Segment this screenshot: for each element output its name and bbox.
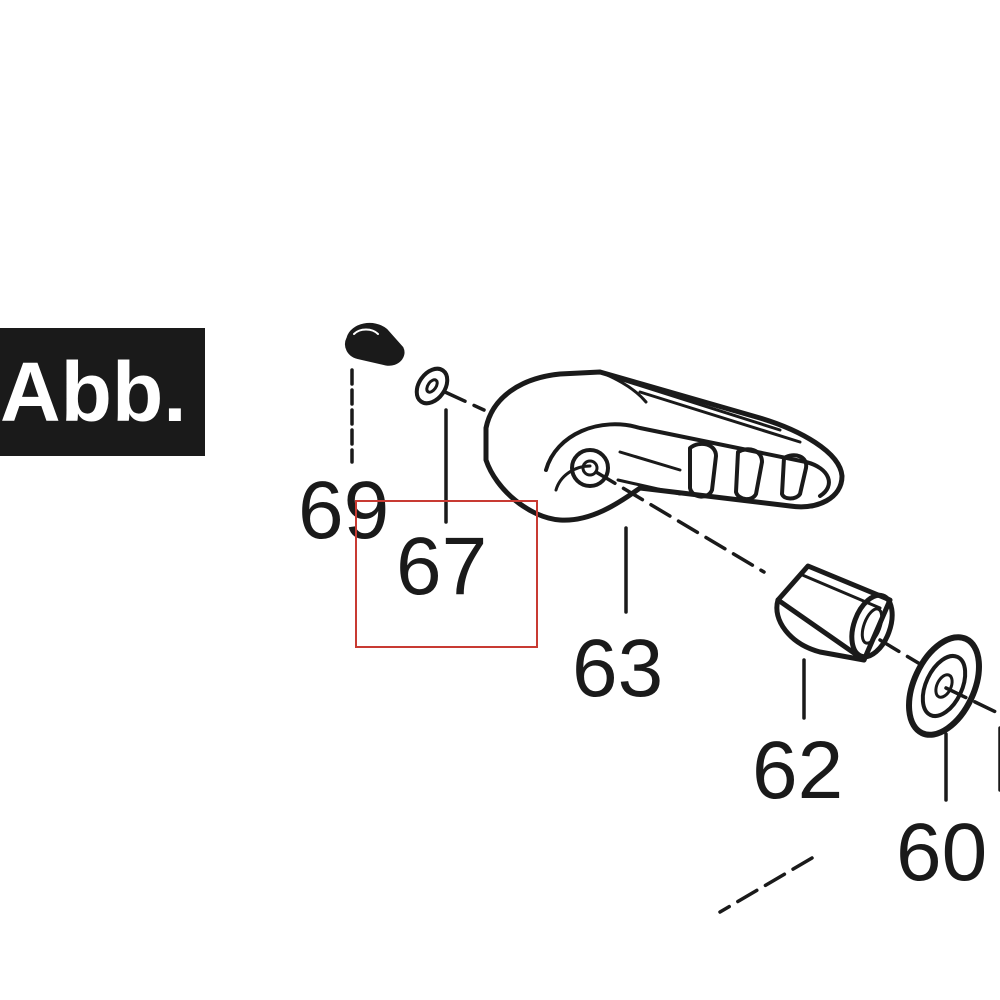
callout-63: 63 — [572, 623, 664, 714]
callout-67: 67 — [396, 521, 488, 612]
callout-62: 62 — [752, 725, 844, 816]
figure-label: Abb. 1 — [0, 328, 205, 456]
leader-lines — [350, 368, 1000, 802]
part-69-screw — [345, 322, 405, 366]
part-67-washer — [414, 366, 450, 406]
highlight-box-67 — [355, 500, 538, 648]
callout-69: 69 — [298, 465, 390, 556]
part-63-housing — [483, 369, 845, 523]
callout-60: 60 — [896, 807, 988, 898]
part-62-sleeve — [774, 563, 895, 663]
part-60-washer — [906, 634, 982, 738]
assembly-axis — [443, 390, 1000, 914]
